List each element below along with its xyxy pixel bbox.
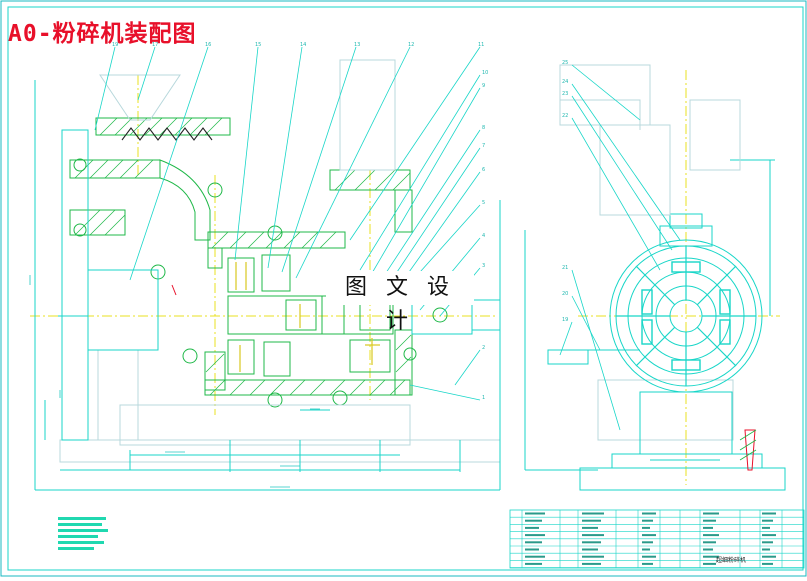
feed-sawtooth xyxy=(121,127,213,141)
balloon-top-12: 12 xyxy=(408,42,414,48)
section-hatch-lines xyxy=(74,117,412,396)
balloon-top-13: 13 xyxy=(354,42,360,48)
side-view-leaders xyxy=(559,64,681,431)
balloon-right-8: 8 xyxy=(482,125,485,131)
balloon-right-10: 10 xyxy=(482,70,488,76)
parts-list-grid xyxy=(510,510,804,568)
balloon-side-25: 25 xyxy=(562,60,568,66)
balloon-side-22: 22 xyxy=(562,113,568,119)
balloon-top-19: 19 xyxy=(112,42,118,48)
balloon-top-16: 16 xyxy=(205,42,211,48)
balloon-right-2: 2 xyxy=(482,345,485,351)
balloon-top-17: 17 xyxy=(152,42,158,48)
main-view-outline xyxy=(34,80,501,491)
balloon-right-3: 3 xyxy=(482,263,485,269)
leader-lines xyxy=(94,46,481,401)
parts-list-entries xyxy=(525,512,776,565)
balloon-side-23: 23 xyxy=(562,91,568,97)
balloon-side-24: 24 xyxy=(562,79,568,85)
dimension-marks xyxy=(29,275,320,488)
balloon-right-1: 1 xyxy=(482,395,485,401)
machine-base-outline xyxy=(59,59,734,463)
side-view-red-detail xyxy=(171,284,756,471)
balloon-side-19: 19 xyxy=(562,317,568,323)
balloon-right-9: 9 xyxy=(482,83,485,89)
shaft-accents xyxy=(235,262,380,372)
side-view-spokes xyxy=(616,246,756,386)
title-block-name: 超细粉碎机 xyxy=(716,557,747,564)
drawing-title: A0-粉碎机装配图 xyxy=(8,21,197,47)
balloon-right-5: 5 xyxy=(482,200,485,206)
housing-section-hatch xyxy=(69,117,413,396)
balloon-right-7: 7 xyxy=(482,143,485,149)
balloon-top-14: 14 xyxy=(300,42,306,48)
balloon-side-21: 21 xyxy=(562,265,568,271)
watermark-label: 图 文 设 计 xyxy=(326,271,474,334)
side-view-hatch xyxy=(739,429,757,461)
technical-requirements-block xyxy=(58,517,108,550)
balloon-right-6: 6 xyxy=(482,167,485,173)
balloon-top-15: 15 xyxy=(255,42,261,48)
side-view-slots xyxy=(641,261,731,371)
balloon-right-4: 4 xyxy=(482,233,485,239)
balloon-top-11: 11 xyxy=(478,42,484,48)
balloon-side-20: 20 xyxy=(562,291,568,297)
